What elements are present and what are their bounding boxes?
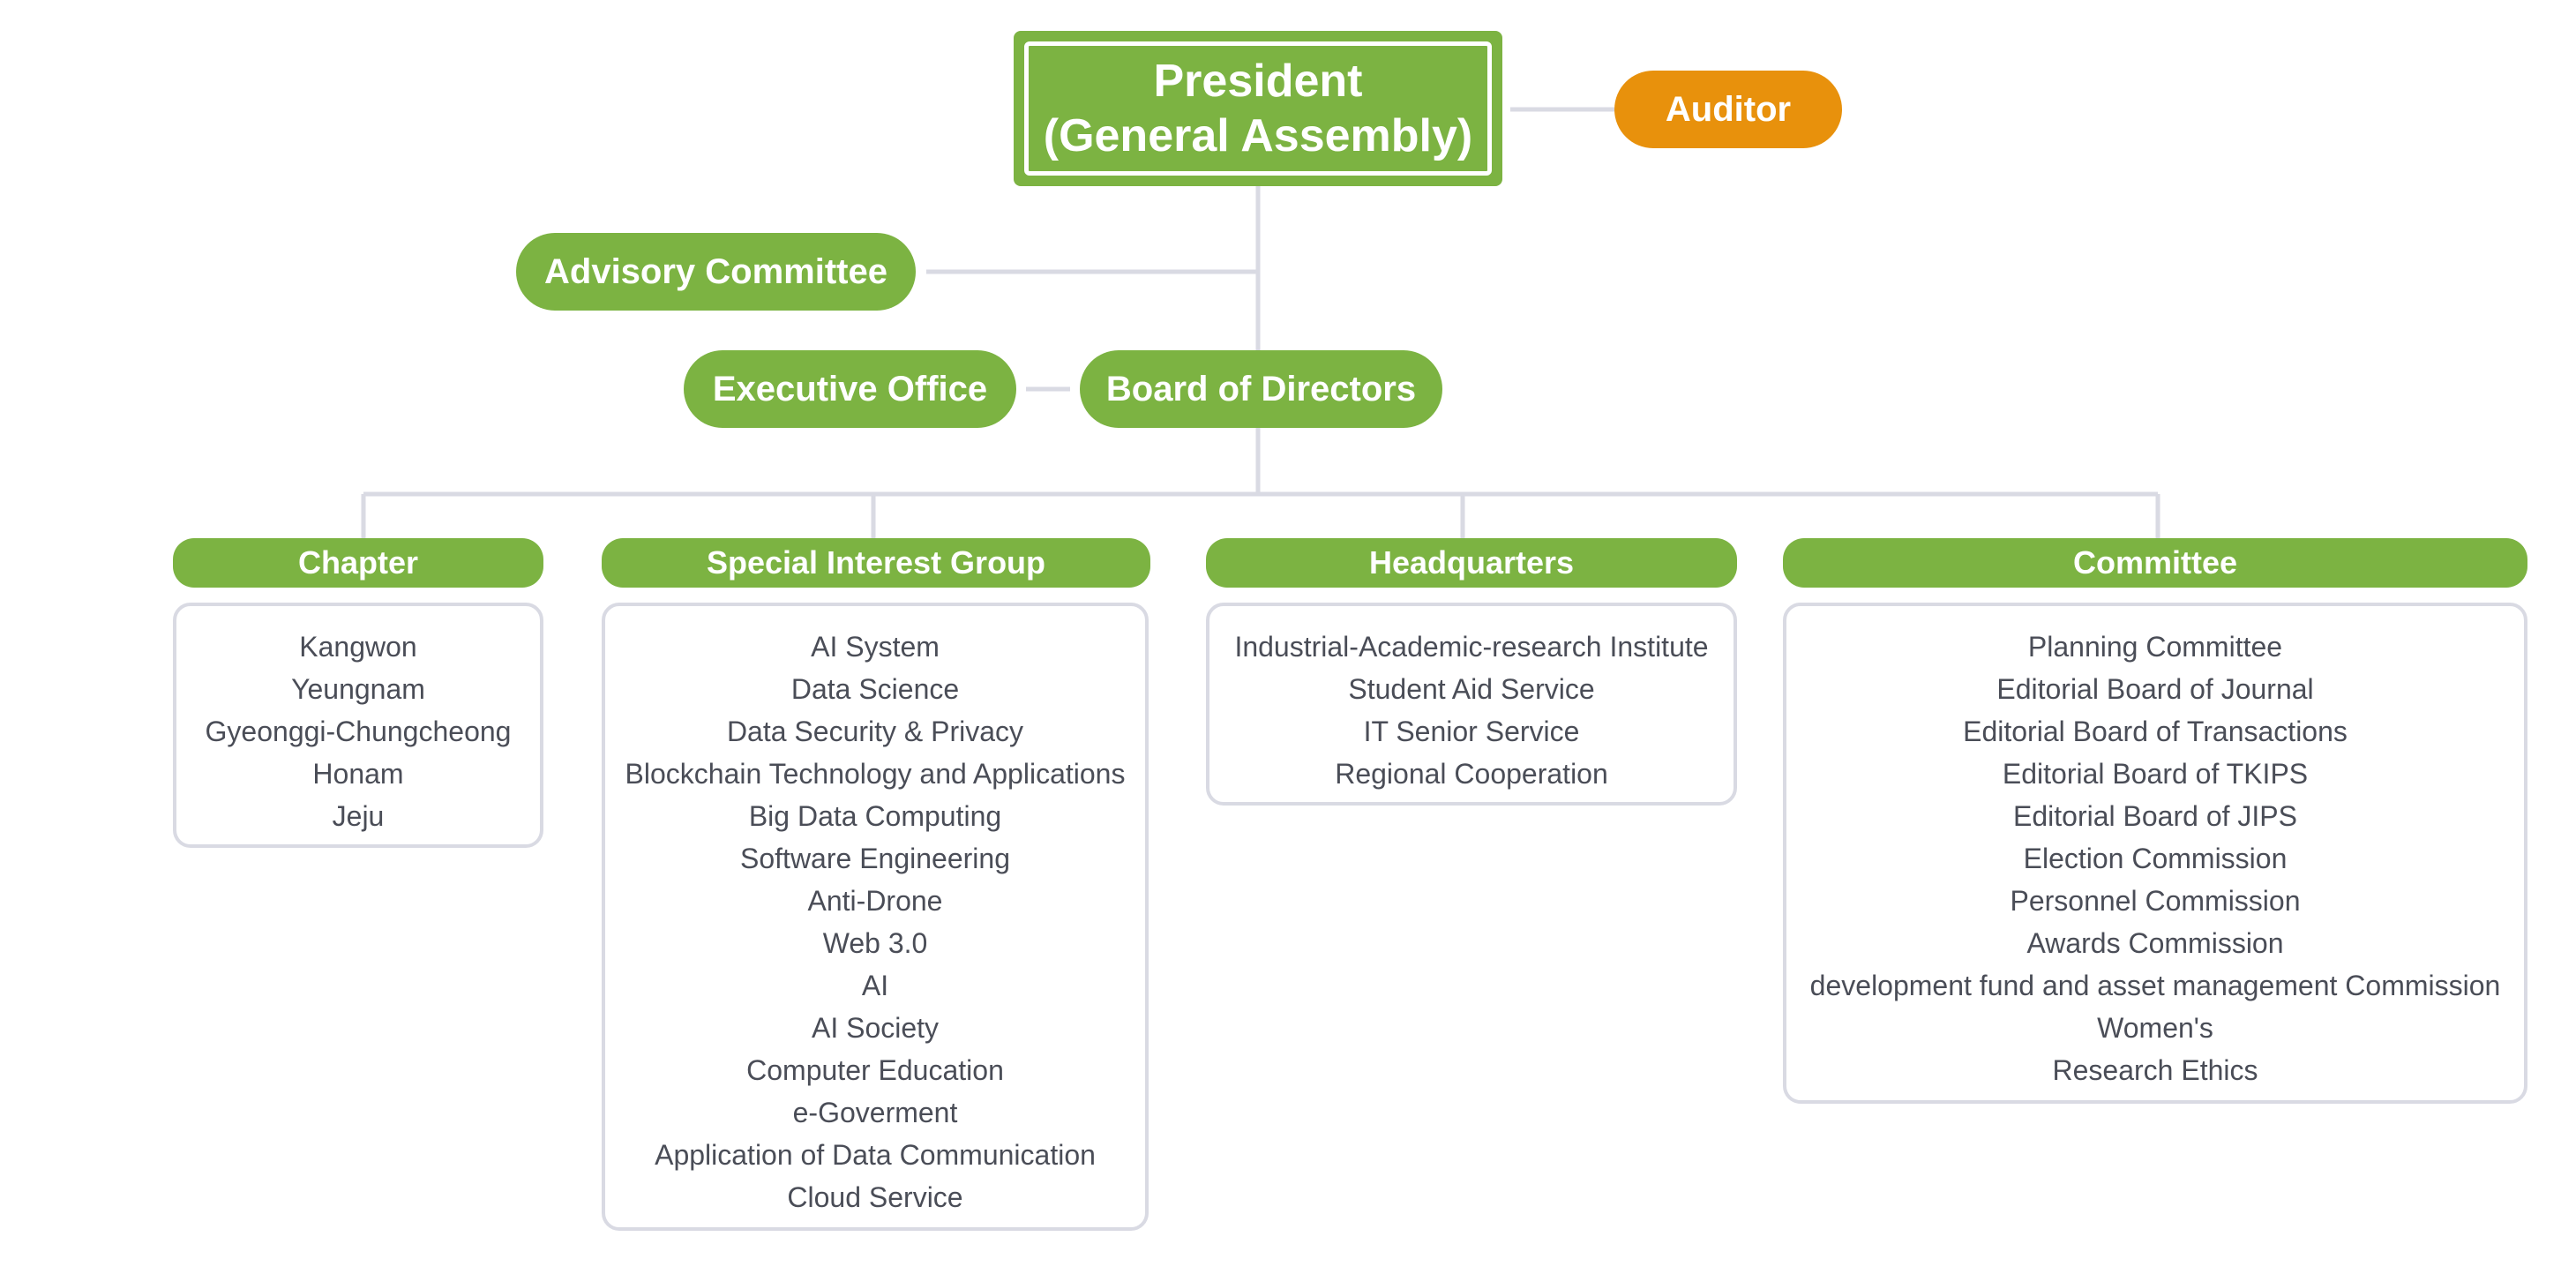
list-item: Editorial Board of Transactions <box>1963 716 2348 747</box>
list-item: IT Senior Service <box>1363 716 1580 747</box>
list-item: Regional Cooperation <box>1335 758 1608 790</box>
headquarters-header: Headquarters <box>1206 538 1737 588</box>
list-item: Gyeonggi-Chungcheong <box>205 716 512 747</box>
list-item: Kangwon <box>299 631 417 663</box>
list-item: Honam <box>312 758 404 790</box>
list-item: Election Commission <box>2023 843 2288 874</box>
president-node: President (General Assembly) <box>1014 31 1502 186</box>
special-interest-group-header: Special Interest Group <box>602 538 1150 588</box>
list-item: e-Goverment <box>792 1097 958 1128</box>
list-item: Editorial Board of TKIPS <box>2002 758 2309 790</box>
list-item: Industrial-Academic-research Institute <box>1234 631 1709 663</box>
list-item: Data Science <box>790 673 960 705</box>
list-item: Jeju <box>332 800 385 832</box>
executive-office-node: Executive Office <box>684 350 1016 428</box>
list-item: AI <box>861 970 889 1001</box>
auditor-node: Auditor <box>1614 71 1842 148</box>
list-item: development fund and asset management Co… <box>1809 970 2501 1001</box>
president-subtitle: (General Assembly) <box>1043 110 1473 161</box>
committee-header: Committee <box>1783 538 2527 588</box>
headquarters-list: Industrial-Academic-research Institute S… <box>1206 603 1737 806</box>
list-item: Editorial Board of JIPS <box>2013 800 2297 832</box>
list-item: Women's <box>2097 1012 2213 1044</box>
list-item: Data Security & Privacy <box>726 716 1024 747</box>
list-item: Cloud Service <box>787 1181 963 1213</box>
list-item: Big Data Computing <box>748 800 1002 832</box>
list-item: Software Engineering <box>740 843 1010 874</box>
list-item: Application of Data Communication <box>655 1139 1096 1171</box>
committee-list: Planning Committee Editorial Board of Jo… <box>1783 603 2527 1104</box>
president-inner-frame: President (General Assembly) <box>1024 41 1492 176</box>
list-item: Yeungnam <box>291 673 425 705</box>
list-item: Editorial Board of Journal <box>1996 673 2314 705</box>
list-item: Web 3.0 <box>822 927 928 959</box>
list-item: Student Aid Service <box>1348 673 1595 705</box>
list-item: Research Ethics <box>2052 1054 2258 1086</box>
list-item: AI System <box>811 631 940 663</box>
president-title: President <box>1153 56 1363 107</box>
special-interest-group-list: AI System Data Science Data Security & P… <box>602 603 1149 1231</box>
advisory-committee-node: Advisory Committee <box>516 233 916 311</box>
list-item: Computer Education <box>746 1054 1004 1086</box>
list-item: Anti-Drone <box>807 885 943 917</box>
board-of-directors-node: Board of Directors <box>1080 350 1442 428</box>
chapter-header: Chapter <box>173 538 543 588</box>
list-item: Blockchain Technology and Applications <box>625 758 1126 790</box>
list-item: Planning Committee <box>2027 631 2283 663</box>
list-item: Awards Commission <box>2026 927 2284 959</box>
list-item: AI Society <box>811 1012 940 1044</box>
list-item: Personnel Commission <box>2010 885 2301 917</box>
chapter-list: Kangwon Yeungnam Gyeonggi-Chungcheong Ho… <box>173 603 543 848</box>
